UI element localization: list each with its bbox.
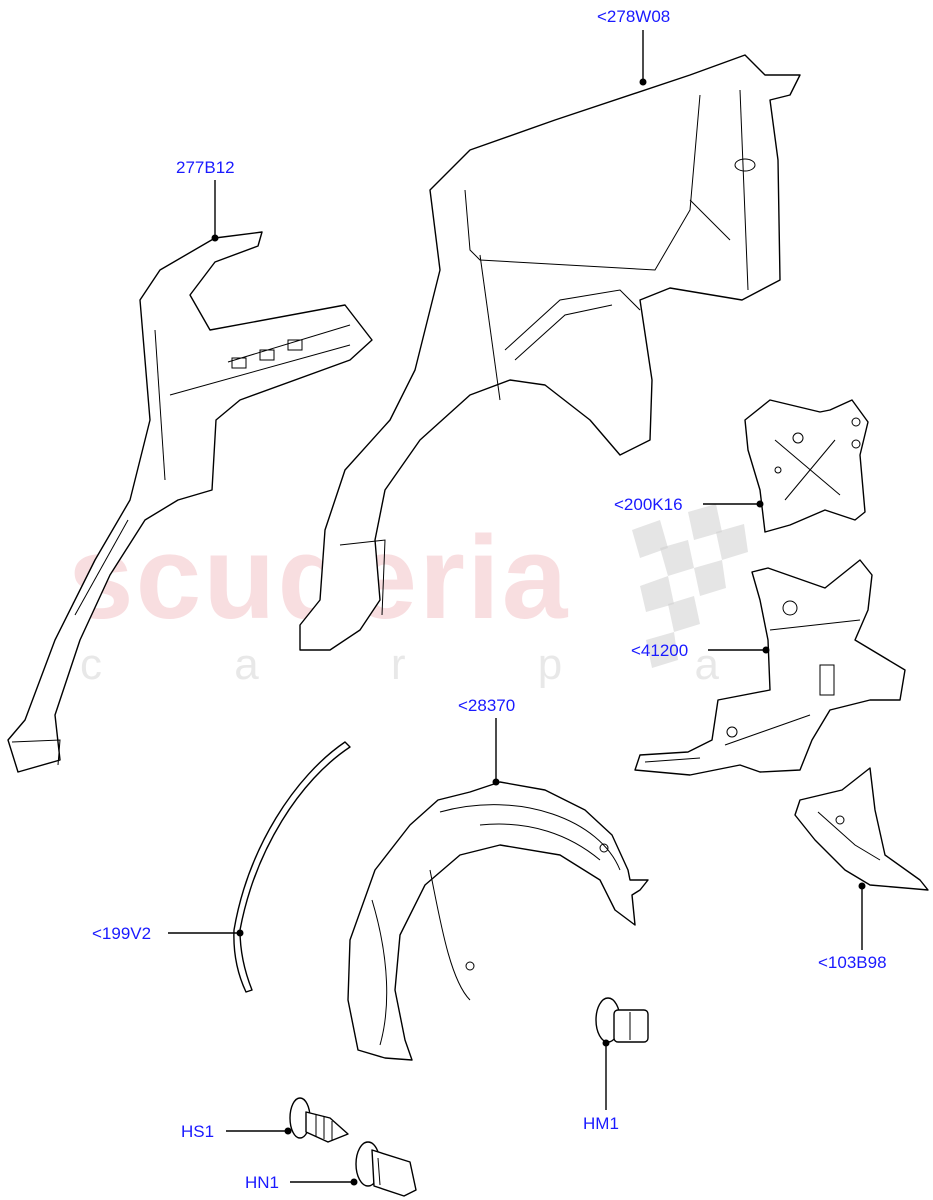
part-hn1-nut-clip[interactable] — [355, 1141, 417, 1197]
callout-hs1[interactable]: HS1 — [181, 1122, 215, 1141]
part-41200-floor-bracket[interactable] — [634, 559, 906, 776]
part-277b12-pillar[interactable] — [7, 231, 373, 773]
callout-28370[interactable]: <28370 — [458, 696, 516, 715]
part-28370-wheelarch-liner[interactable] — [347, 781, 649, 1061]
callout-hm1[interactable]: HM1 — [583, 1114, 619, 1133]
part-278w08-quarter-panel[interactable] — [299, 54, 801, 651]
part-200k16-bracket[interactable] — [744, 399, 869, 533]
part-103b98-corner-piece[interactable] — [794, 767, 929, 891]
callout-277b12[interactable]: 277B12 — [176, 158, 235, 177]
callout-278w08[interactable]: <278W08 — [597, 7, 671, 26]
part-hs1-screw[interactable] — [289, 1097, 349, 1143]
leader-lines — [168, 30, 866, 1186]
callout-hn1[interactable]: HN1 — [245, 1173, 280, 1192]
part-199v2-seal-strip[interactable] — [233, 741, 351, 993]
callout-103b98[interactable]: <103B98 — [818, 953, 887, 972]
callout-200k16[interactable]: <200K16 — [614, 495, 683, 514]
watermark-flag-icon — [632, 504, 748, 668]
callout-41200[interactable]: <41200 — [631, 641, 689, 660]
part-hm1-push-clip[interactable] — [595, 997, 649, 1043]
callout-199v2[interactable]: <199V2 — [92, 924, 152, 943]
